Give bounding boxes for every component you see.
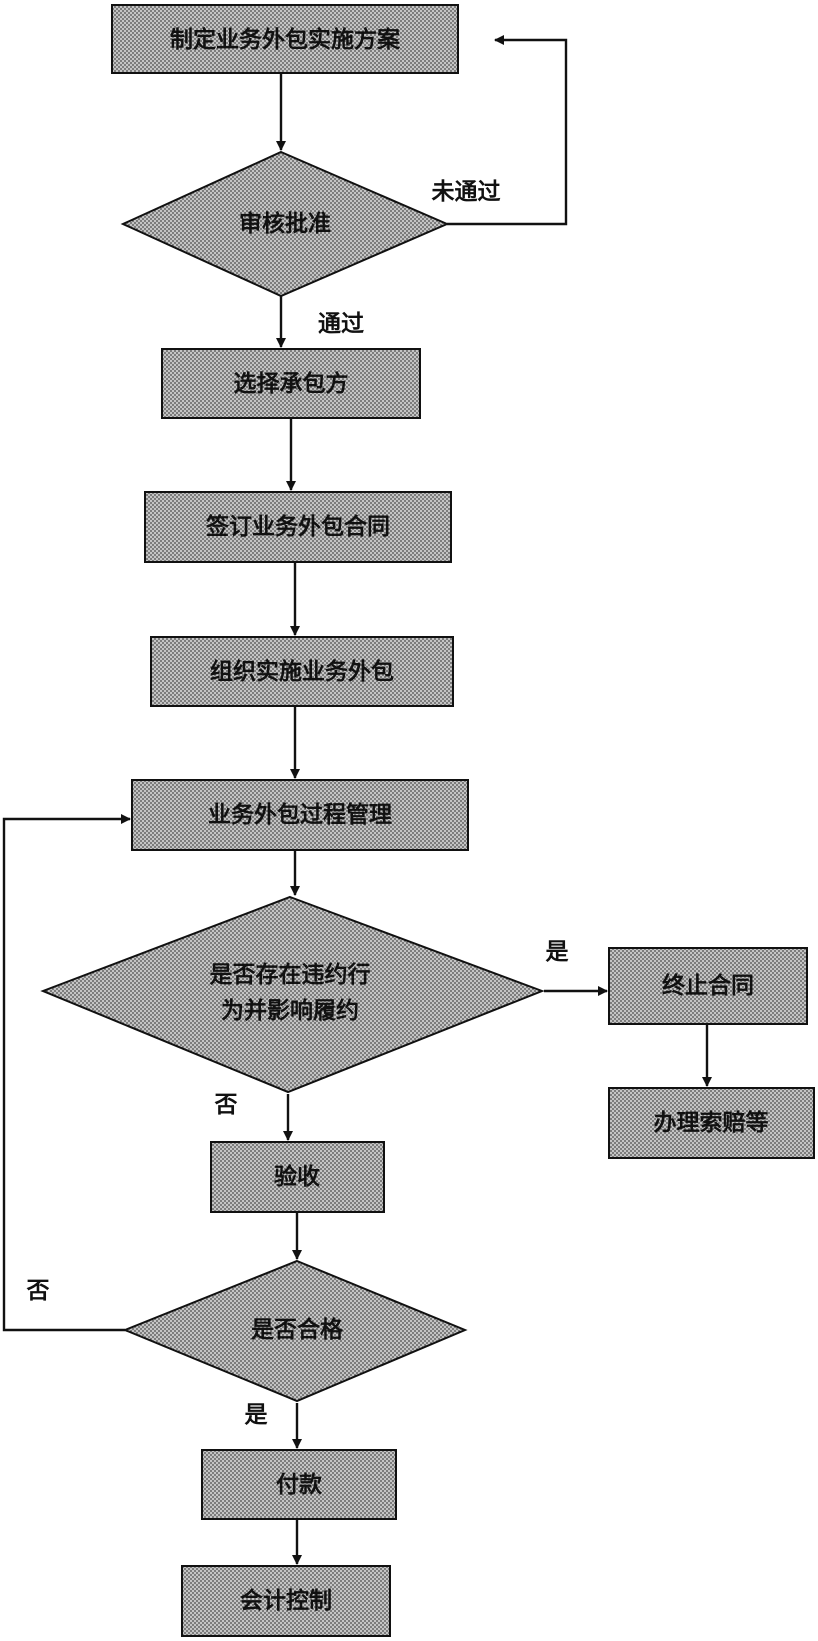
- node-sign: [144, 491, 452, 563]
- node-select-label: 选择承包方: [234, 370, 349, 397]
- node-implement: [150, 636, 454, 707]
- node-terminate: [608, 947, 808, 1025]
- node-manage: [131, 779, 469, 851]
- node-manage-label: 业务外包过程管理: [208, 801, 392, 828]
- node-plan-label: 制定业务外包实施方案: [170, 26, 401, 53]
- node-claim-label: 办理索赔等: [654, 1109, 769, 1136]
- label-qualified-no: 否: [26, 1278, 50, 1304]
- label-breach-yes: 是: [546, 939, 569, 965]
- node-pay-label: 付款: [276, 1471, 323, 1498]
- label-qualified-yes: 是: [245, 1402, 268, 1428]
- arrow-review-fail-loop: [447, 35, 568, 226]
- node-breach-label-line1: 是否存在违约行: [210, 961, 371, 988]
- node-review: [120, 150, 450, 298]
- label-breach-no: 否: [214, 1092, 238, 1118]
- node-implement-label: 组织实施业务外包: [210, 658, 394, 685]
- node-qualified-label: 是否合格: [251, 1316, 344, 1343]
- node-breach-label-line2: 为并影响履约: [221, 997, 359, 1024]
- node-accept-label: 验收: [274, 1163, 320, 1190]
- node-qualified-check: [122, 1259, 468, 1403]
- arrow-qualified-no-loop: [2, 814, 131, 1332]
- node-review-label: 审核批准: [239, 210, 331, 237]
- label-review-pass: 通过: [318, 311, 364, 337]
- node-accounting-label: 会计控制: [240, 1587, 332, 1614]
- node-breach-check: [40, 895, 545, 1094]
- node-plan: [111, 4, 459, 74]
- label-review-fail: 未通过: [432, 179, 501, 205]
- node-terminate-label: 终止合同: [662, 972, 754, 999]
- node-sign-label: 签订业务外包合同: [205, 513, 390, 540]
- node-select: [161, 348, 421, 419]
- node-accept: [210, 1141, 385, 1213]
- node-claim: [608, 1087, 815, 1159]
- node-pay: [201, 1449, 397, 1520]
- node-accounting: [181, 1565, 391, 1637]
